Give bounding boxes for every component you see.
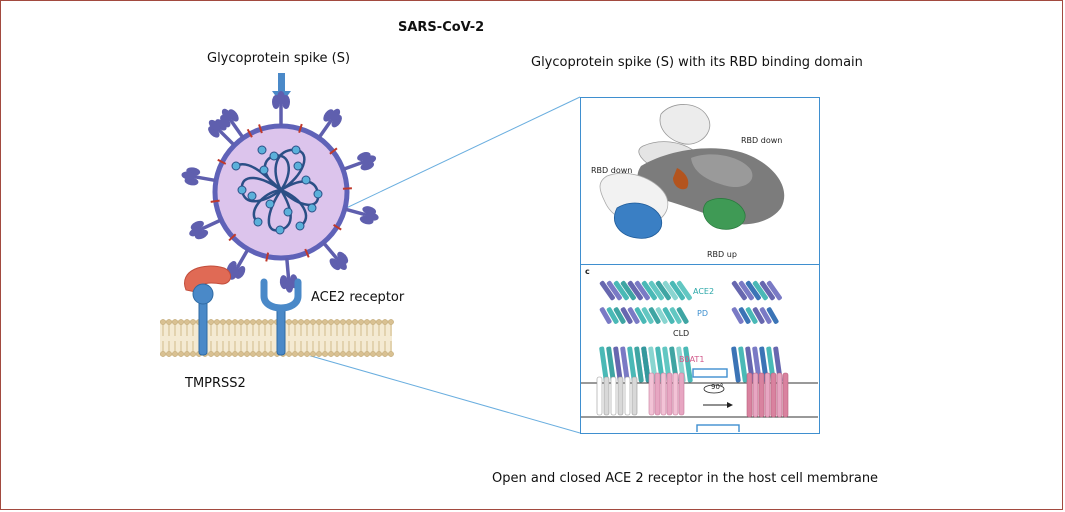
zoom-line-bottom xyxy=(289,349,581,434)
spike-protein xyxy=(220,108,244,139)
panel-letter: c xyxy=(585,267,590,276)
zoom-line-top xyxy=(341,96,581,211)
spike-protein xyxy=(226,249,249,280)
rbd-caption: Glycoprotein spike (S) with its RBD bind… xyxy=(531,55,863,70)
ace2-structure-panel: c ACE2 PD CLD B0AT1 90° xyxy=(580,264,820,434)
figure-title: SARS-CoV-2 xyxy=(398,20,485,35)
spike-structure-image xyxy=(599,104,785,239)
ace2-caption: Open and closed ACE 2 receptor in the ho… xyxy=(492,471,879,486)
ace2-receptor xyxy=(260,278,302,356)
spike-protein xyxy=(344,206,379,225)
spike-protein xyxy=(272,91,290,126)
tmprss2-receptor xyxy=(184,265,231,356)
rbd-up-label: RBD up xyxy=(707,250,737,259)
rotation-label: 90° xyxy=(711,383,724,391)
spike-glycoproteins xyxy=(181,91,379,293)
virus-particle xyxy=(181,91,379,293)
rbd-down-label-right: RBD down xyxy=(741,136,783,145)
spike-protein xyxy=(343,152,377,171)
tmprss2-label: TMPRSS2 xyxy=(185,376,246,391)
cld-label: CLD xyxy=(673,329,690,338)
spike-protein xyxy=(322,242,349,271)
b0at1-label: B0AT1 xyxy=(679,355,705,364)
spike-protein xyxy=(318,108,342,139)
ace2-structure-label: ACE2 xyxy=(693,287,715,296)
rbd-structure-panel: RBD down RBD down RBD up xyxy=(580,97,820,265)
ace2-receptor-label: ACE2 receptor xyxy=(311,290,405,305)
pd-label: PD xyxy=(697,309,708,318)
spike-protein xyxy=(189,218,222,240)
spike-label: Glycoprotein spike (S) xyxy=(207,51,351,66)
spike-protein xyxy=(181,167,216,186)
spike-protein xyxy=(279,257,298,293)
rbd-down-label-left: RBD down xyxy=(591,166,633,175)
ace2-structure-image xyxy=(581,280,818,434)
spike-protein xyxy=(208,119,235,146)
